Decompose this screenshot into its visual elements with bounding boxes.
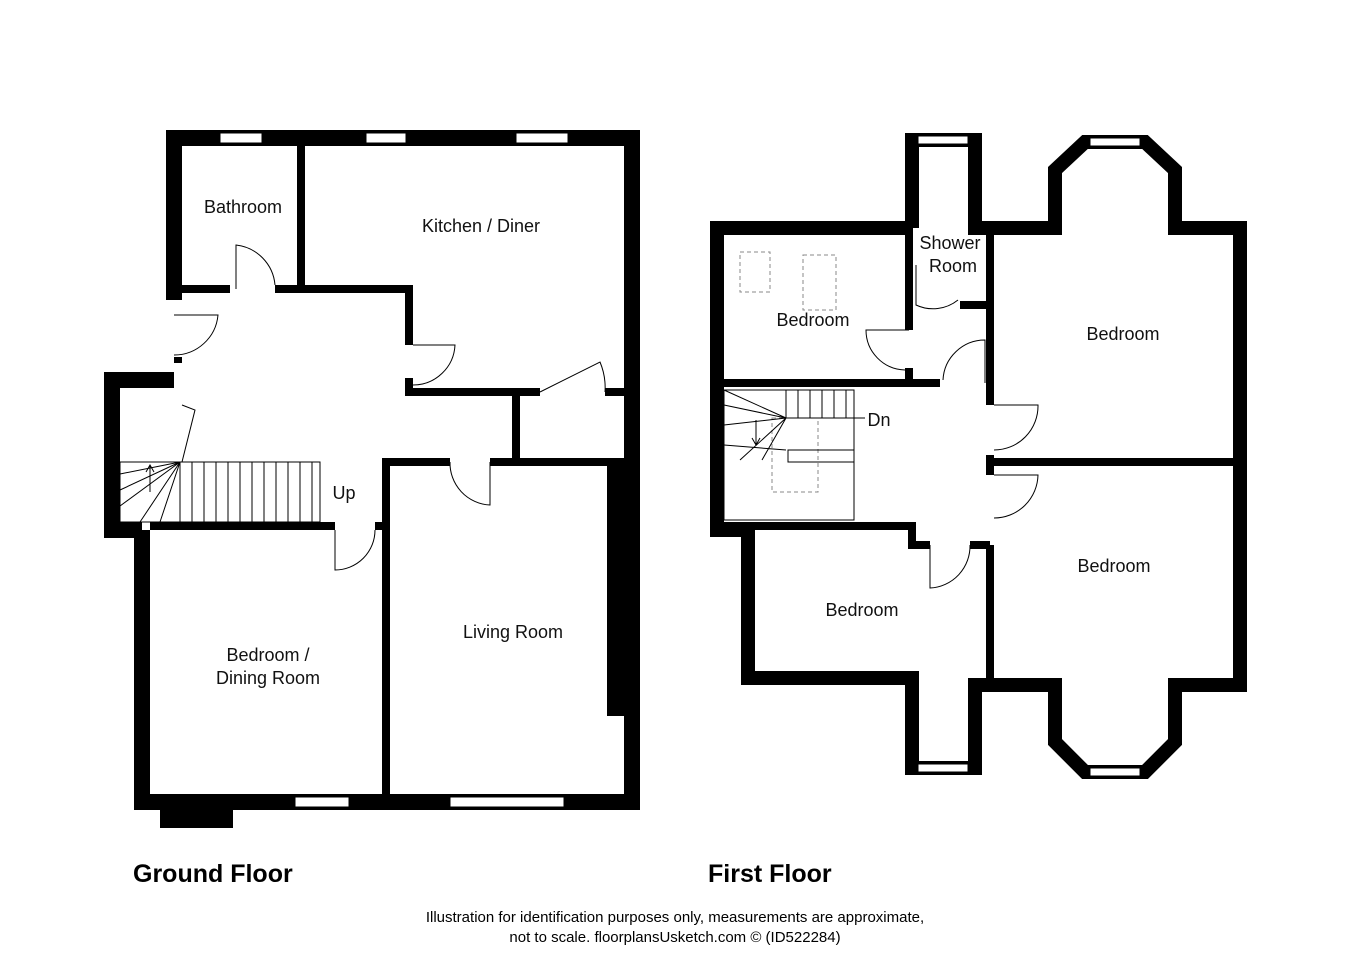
room-label-kitchen-diner: Kitchen / Diner: [421, 216, 541, 236]
ground-floor-title: Ground Floor: [133, 860, 293, 888]
ground-floor-walls: [104, 130, 640, 828]
room-label-bathroom: Bathroom: [203, 197, 283, 217]
room-label-bedroom-bottom-right: Bedroom: [1077, 556, 1151, 576]
first-floor-stairs: [723, 389, 865, 521]
disclaimer-line1: Illustration for identification purposes…: [425, 909, 925, 926]
room-label-shower-line1: Shower: [919, 233, 981, 253]
room-label-shower-line2: Room: [928, 256, 978, 276]
ground-floor-windows: [219, 132, 569, 808]
stairs-label-down: Dn: [867, 410, 891, 430]
first-floor-title: First Floor: [708, 860, 832, 888]
disclaimer: Illustration for identification purposes…: [0, 908, 1350, 948]
disclaimer-line2: not to scale. floorplansUsketch.com © (I…: [509, 929, 841, 946]
stairs-label-up: Up: [332, 483, 356, 503]
room-label-bedroom-bottom-left: Bedroom: [825, 600, 899, 620]
ground-floor-stairs: [119, 461, 321, 523]
ground-floor-doors: [173, 244, 606, 571]
room-label-bedroom-top-left: Bedroom: [776, 310, 850, 330]
room-label-living-room: Living Room: [462, 622, 564, 642]
first-floor-doors: [865, 265, 1039, 589]
room-label-bedroom-top-right: Bedroom: [1086, 324, 1160, 344]
room-label-bedroom-dining-line2: Dining Room: [215, 668, 321, 688]
first-floor-windows: [917, 135, 1141, 777]
first-floor-walls: [710, 133, 1247, 779]
room-label-bedroom-dining-line1: Bedroom /: [226, 645, 310, 665]
